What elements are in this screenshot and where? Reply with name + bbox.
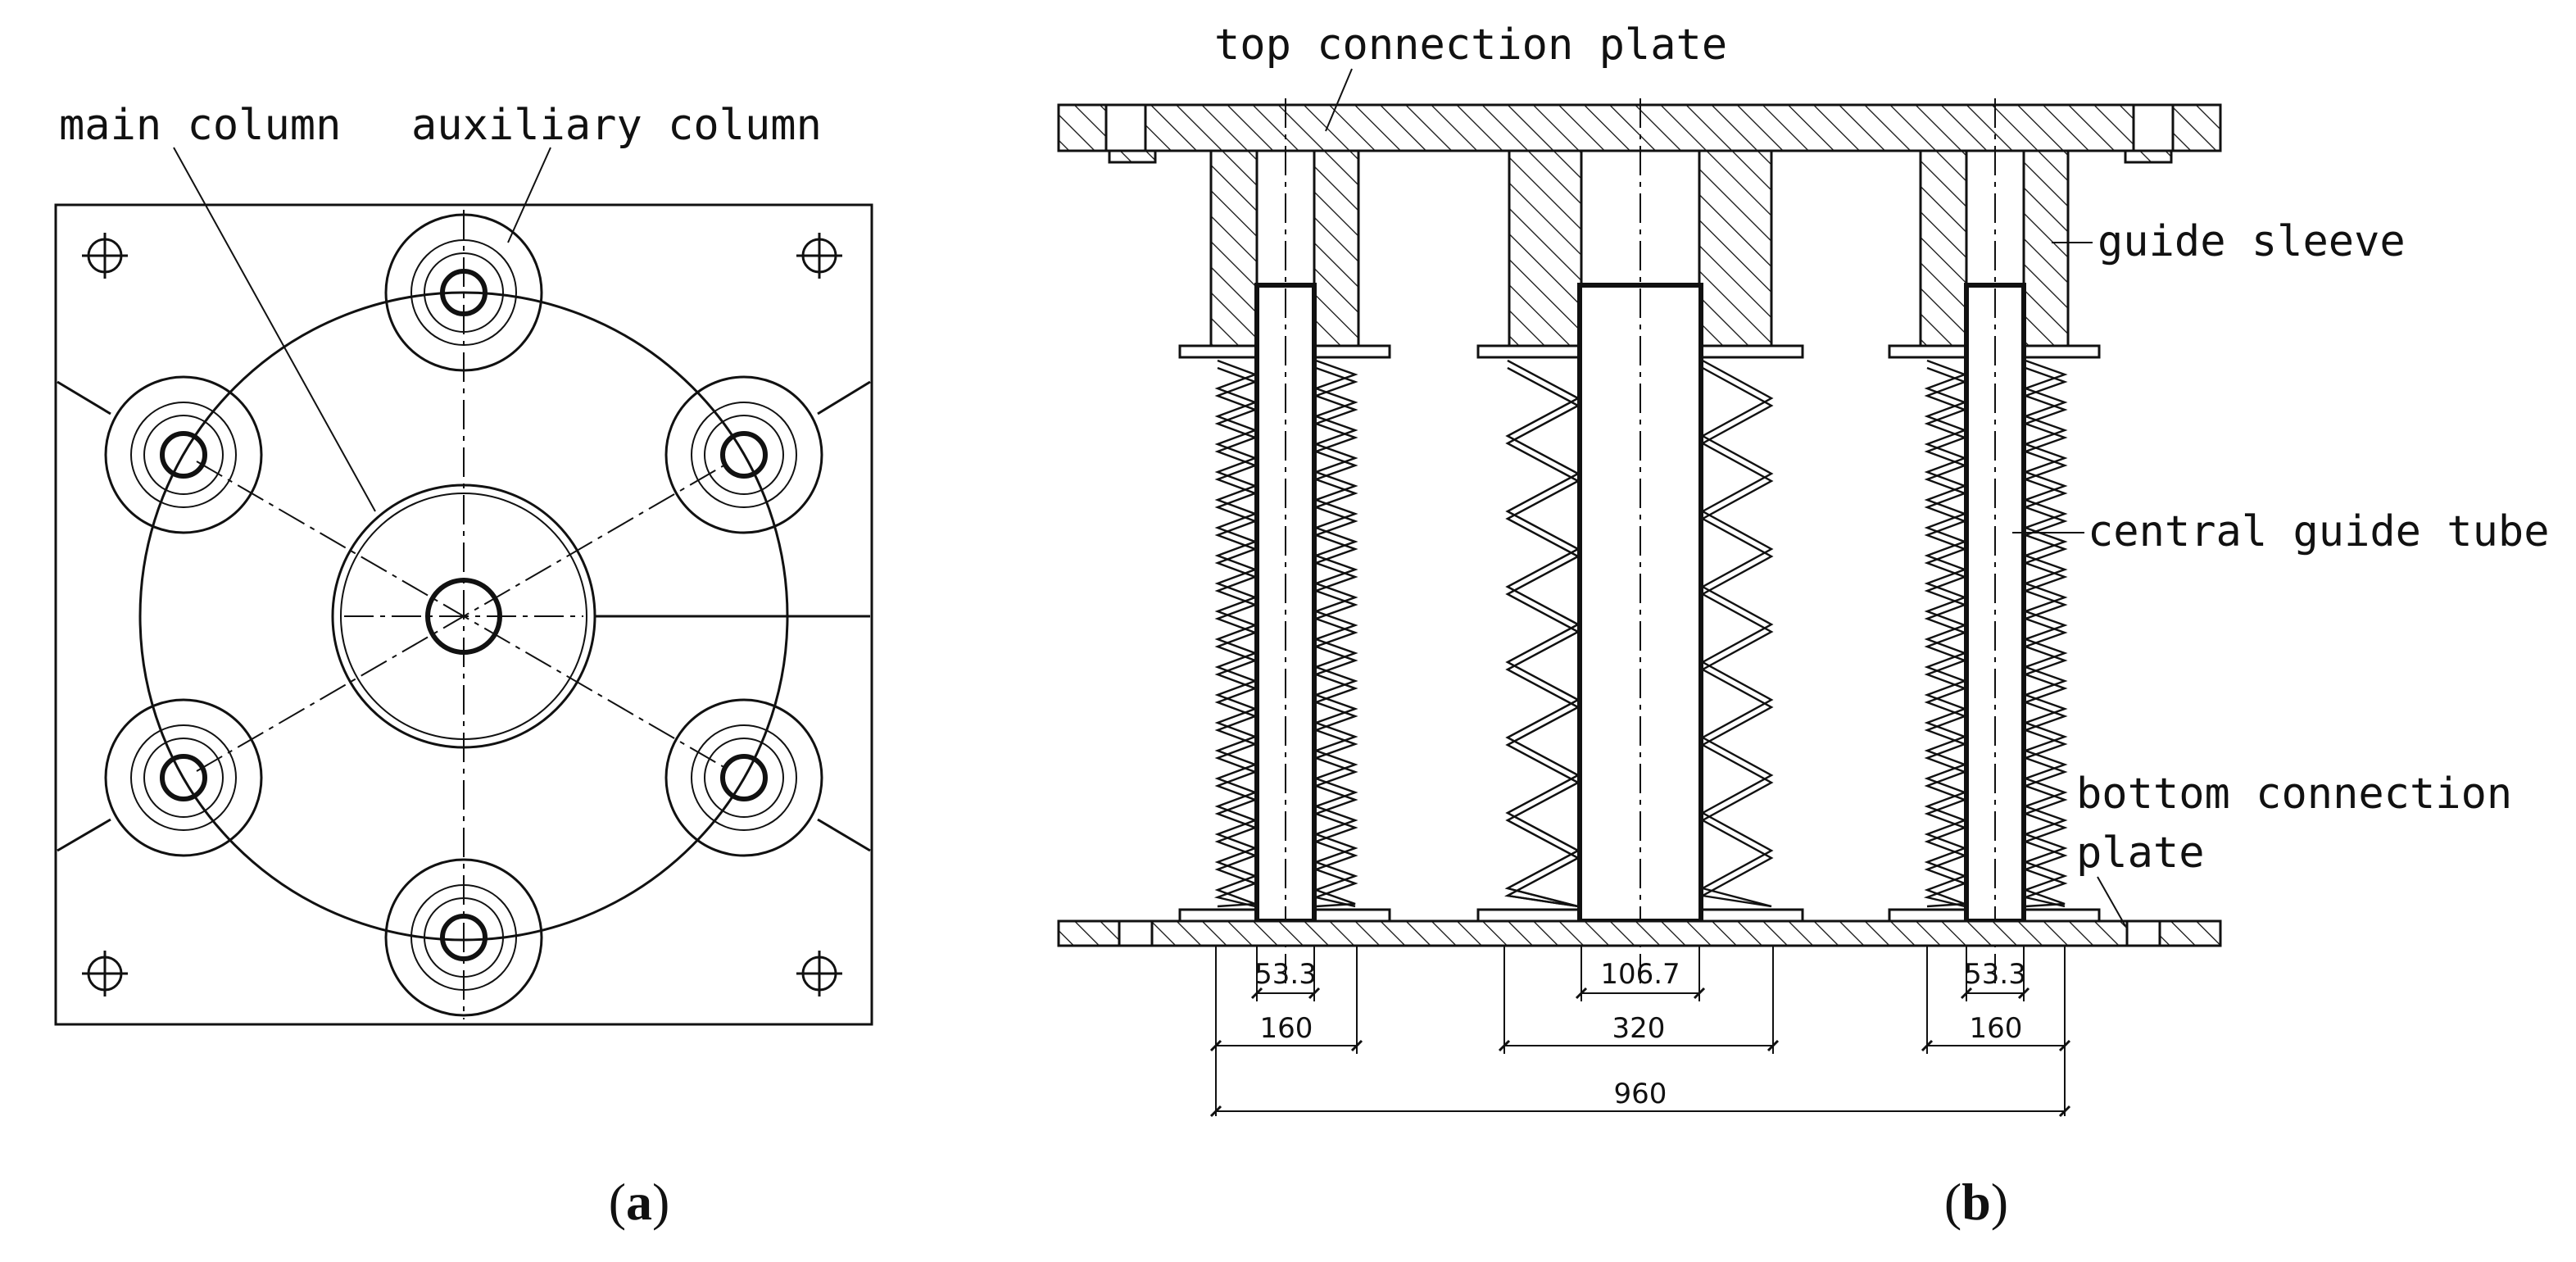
plan-edge-lines — [57, 380, 871, 852]
dim-right-tube: 53.3 — [1964, 958, 2026, 991]
auxiliary-columns — [104, 213, 823, 1017]
spring-right-outer-a — [1924, 359, 1968, 908]
dim-center-spring: 320 — [1612, 1012, 1666, 1045]
label-bottom-connection-plate-1: bottom connection — [2076, 769, 2512, 819]
label-main-column: main column — [59, 101, 341, 150]
spring-right-outer-a-inner — [1923, 366, 1968, 908]
caption-a: (a) — [609, 1173, 670, 1231]
bolt-nut-left — [1108, 149, 1157, 164]
leader-bottom-plate — [2097, 876, 2126, 927]
bottom-plate-slot-left — [1118, 919, 1154, 947]
dim-right-spring: 160 — [1970, 1012, 2023, 1045]
caption-b: (b) — [1944, 1173, 2008, 1231]
dim-left-tube: 53.3 — [1254, 958, 1317, 991]
dimension-lines — [1209, 946, 2071, 1118]
spring-right-outer-b — [2022, 359, 2068, 908]
dim-left-spring: 160 — [1260, 1012, 1313, 1045]
label-bottom-connection-plate-2: plate — [2076, 828, 2205, 878]
bolt-hole-top-right — [796, 233, 842, 279]
label-auxiliary-column: auxiliary column — [411, 101, 822, 150]
spring-left-outer-a — [1214, 359, 1259, 908]
spring-left-outer-b — [1313, 359, 1358, 908]
aux-column-top — [384, 213, 543, 372]
dim-overall: 960 — [1614, 1078, 1667, 1110]
leader-main-column — [173, 147, 376, 512]
dim-center-tube: 106.7 — [1600, 958, 1680, 991]
spring-center-a2 — [1504, 359, 1581, 908]
panel-b-section-view: 53.3 106.7 53.3 160 320 160 960 top conn… — [1057, 20, 2550, 1231]
top-plate-bolt-pocket-right — [2132, 103, 2175, 152]
aux-column-bottom — [384, 858, 543, 1017]
spring-center-b — [1699, 359, 1774, 908]
spring-left-outer-b-inner — [1312, 366, 1358, 908]
leader-top-plate — [1325, 68, 1353, 132]
base-plate-outline — [54, 203, 873, 1026]
springs — [1213, 359, 2068, 908]
label-top-connection-plate: top connection plate — [1214, 20, 1727, 70]
panel-a-plan-view: main column auxiliary column (a) — [54, 101, 873, 1231]
label-guide-sleeve: guide sleeve — [2098, 217, 2406, 266]
aux-column-upper-right — [664, 375, 823, 534]
bottom-connection-plate — [1057, 919, 2222, 947]
leader-auxiliary-column — [507, 147, 551, 243]
bolt-hole-bottom-left — [82, 951, 128, 996]
aux-column-lower-right — [664, 698, 823, 857]
label-central-guide-tube: central guide tube — [2088, 507, 2550, 556]
aux-column-lower-left — [104, 698, 263, 857]
spring-left-outer-a-inner — [1213, 366, 1259, 908]
corner-bolt-holes — [82, 233, 842, 996]
top-plate-bolt-pocket-left — [1104, 103, 1147, 152]
bolt-hole-bottom-right — [796, 951, 842, 996]
spring-right-outer-b-inner — [2021, 366, 2068, 908]
spring-center-a2-inner — [1504, 366, 1581, 908]
bolt-nut-right — [2124, 149, 2173, 164]
bolt-hole-top-left — [82, 233, 128, 279]
aux-column-upper-left — [104, 375, 263, 534]
bottom-plate-slot-right — [2125, 919, 2161, 947]
spring-center-b-inner — [1699, 366, 1774, 908]
